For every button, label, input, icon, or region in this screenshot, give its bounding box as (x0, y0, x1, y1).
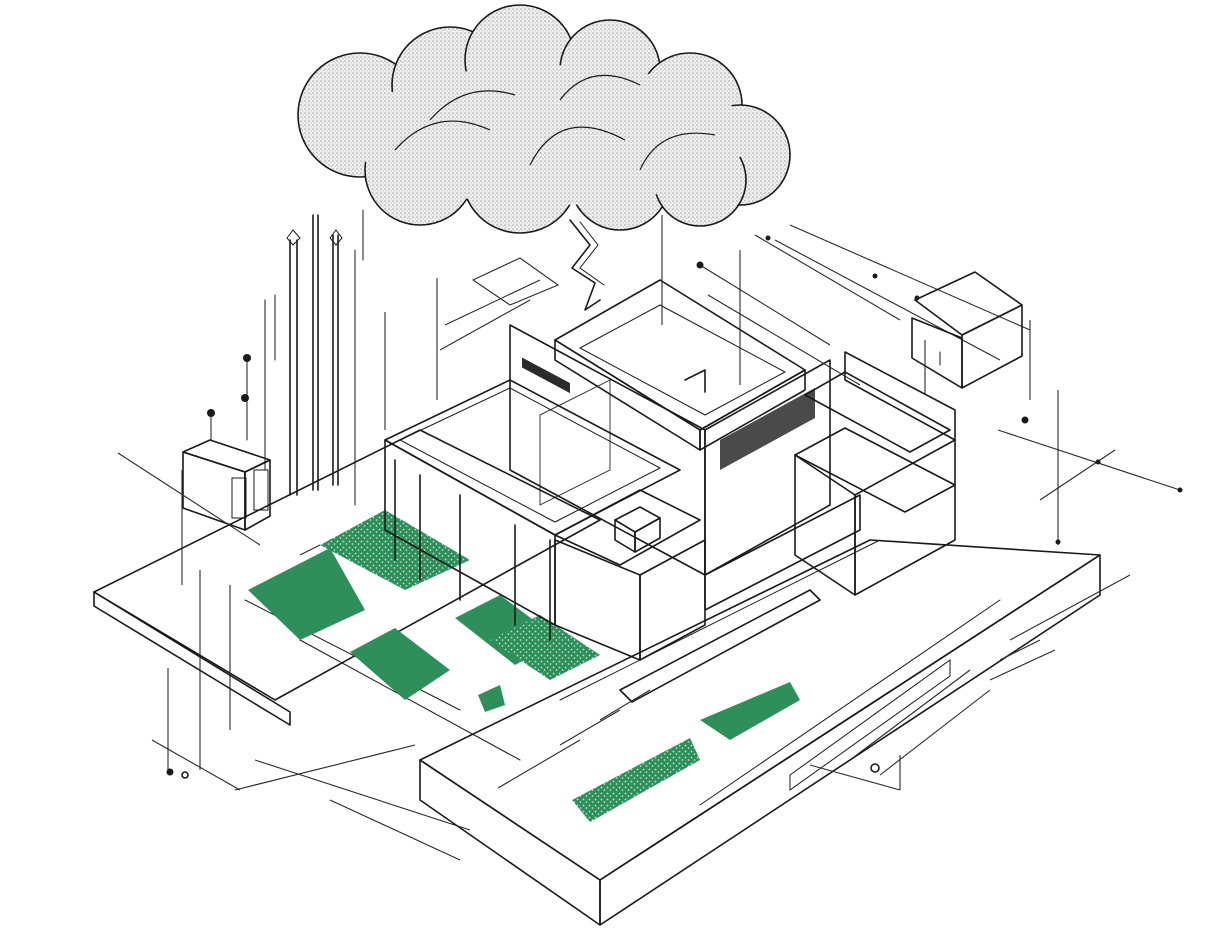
base-slab (93, 429, 1101, 926)
poles (207, 209, 364, 506)
building-icon (384, 279, 956, 703)
leader-lines (117, 215, 1183, 861)
equipment-box (911, 271, 1023, 389)
lawn-areas (248, 510, 800, 822)
cloud-icon (297, 4, 791, 234)
lightning-bolt-icon (569, 219, 605, 311)
electrical-cabinet-icon (182, 439, 271, 531)
